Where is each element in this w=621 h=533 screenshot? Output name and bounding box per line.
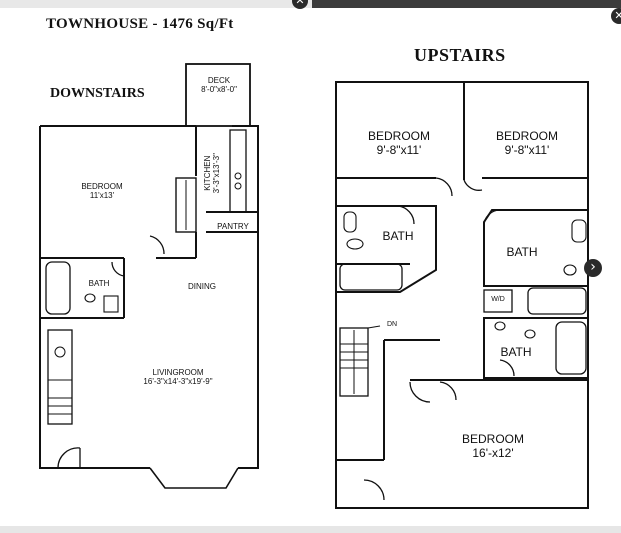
viewer-bottom-strip [0,526,621,533]
deck-dimensions: 8'-0"x8'-0" [201,85,237,95]
living-room-dimensions: 16'-3"x14'-3"x19'-9" [143,377,213,387]
upstairs-bedroom2-dimensions: 9'-8"x11' [504,142,550,157]
upstairs-bedroom1-label: BEDROOM 9'-8"x11' [356,129,442,158]
plan-title: TOWNHOUSE - 1476 Sq/Ft [46,16,234,32]
downstairs-bedroom-dimensions: 11'x13' [89,191,115,201]
downstairs-plan-panel [0,8,290,526]
washer-dryer-label: W/D [491,296,505,303]
downstairs-bath-label: BATH [88,279,110,288]
close-icon-right[interactable]: ✕ [611,8,621,24]
kitchen-name: KITCHEN [202,155,212,191]
pantry-label: PANTRY [217,222,249,231]
deck-label: DECK 8'-0"x8'-0" [188,76,250,94]
downstairs-bedroom-label: BEDROOM 11'x13' [72,182,132,200]
living-room-name: LIVINGROOM [152,368,204,377]
kitchen-label: KITCHEN 3'-3"x13'-3" [203,133,221,213]
upstairs-heading: UPSTAIRS [414,45,506,65]
upstairs-bedroom1-dimensions: 9'-8"x11' [376,142,422,157]
viewer-top-bar-dark [312,0,621,8]
downstairs-bedroom-name: BEDROOM [81,182,123,191]
stairs-down-label: DN [386,321,398,328]
upstairs-bedroom3-label: BEDROOM 16'-x12' [448,432,538,461]
next-image-icon[interactable]: › [584,259,602,277]
close-icon[interactable]: ✕ [292,0,308,9]
upstairs-bath2-label: BATH [506,245,538,259]
upstairs-bedroom3-name: BEDROOM [461,432,524,446]
upstairs-bedroom2-name: BEDROOM [495,129,558,143]
living-room-label: LIVINGROOM 16'-3"x14'-3"x19'-9" [118,368,238,386]
viewer-top-bar [0,0,621,8]
upstairs-bath1-label: BATH [382,229,414,243]
dining-label: DINING [188,282,216,291]
upstairs-bedroom3-dimensions: 16'-x12' [472,445,514,460]
kitchen-dimensions: 3'-3"x13'-3" [212,153,221,194]
deck-name: DECK [207,76,231,85]
upstairs-bedroom2-label: BEDROOM 9'-8"x11' [484,129,570,158]
upstairs-bedroom1-name: BEDROOM [367,129,430,143]
upstairs-bath3-label: BATH [500,345,532,359]
downstairs-heading: DOWNSTAIRS [50,86,145,101]
